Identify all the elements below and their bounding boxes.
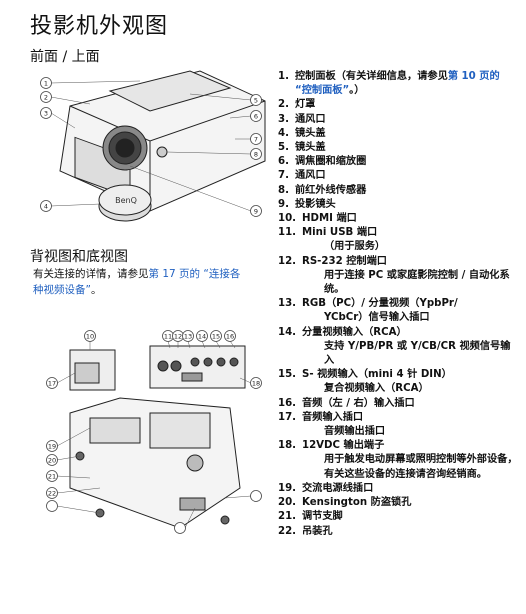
intro-suffix: 。 xyxy=(90,284,102,296)
list-item: 1. 控制面板（有关详细信息，请参见第 10 页的 “控制面板”。） xyxy=(278,71,500,97)
control-panel-link[interactable]: 第 10 页的 “控制面板” xyxy=(295,71,500,97)
list-item: 16.音频（左 / 右）输入插口 xyxy=(278,397,415,409)
list-item: 6.调焦圈和缩放圈 xyxy=(278,156,367,168)
list-item: 12.RS-232 控制端口用于连接 PC 或家庭影院控制 / 自动化系统。 xyxy=(278,255,510,296)
list-item: 11.Mini USB 端口（用于服务） xyxy=(278,227,386,253)
lens-cap-brand: BenQ xyxy=(115,196,137,205)
list-item: 18.12VDC 输出端子用于触发电动屏幕或照明控制等外部设备，有关这些设备的连… xyxy=(278,440,518,480)
list-item: 19.交流电源线插口 xyxy=(278,482,374,494)
intro-prefix: 有关连接的详情，请参见 xyxy=(33,268,149,280)
callout-13: 13 xyxy=(184,333,192,341)
front-projector-diagram: BenQ 1 2 3 4 5 6 7 8 9 xyxy=(40,70,266,222)
callout-20: 20 xyxy=(48,457,56,465)
list-item: 15.S- 视频输入（mini 4 针 DIN）复合视频输入（RCA） xyxy=(278,369,452,395)
list-item: 8.前红外线传感器 xyxy=(278,184,367,196)
callout-12: 12 xyxy=(174,333,182,341)
parts-list: 1. 控制面板（有关详细信息，请参见第 10 页的 “控制面板”。） 2.灯罩 … xyxy=(278,70,518,539)
callout-11: 11 xyxy=(164,333,172,341)
list-item: 4.镜头盖 xyxy=(278,127,326,139)
callout-5: 5 xyxy=(254,97,258,105)
front-top-heading: 前面 / 上面 xyxy=(30,49,100,65)
list-item: 13.RGB（PC）/ 分量视频（YpbPr/YCbCr）信号输入插口 xyxy=(278,298,458,324)
list-item: 5.镜头盖 xyxy=(278,142,326,154)
list-item: 14.分量视频输入（RCA）支持 Y/PB/PR 或 Y/CB/CR 视频信号输… xyxy=(278,326,511,367)
callout-22: 22 xyxy=(48,490,56,498)
callout-8: 8 xyxy=(254,151,258,159)
list-item: 2.灯罩 xyxy=(278,99,316,111)
callout-4: 4 xyxy=(44,203,48,211)
page-title: 投影机外观图 xyxy=(30,14,169,39)
callout-14: 14 xyxy=(198,333,206,341)
callout-3: 3 xyxy=(44,110,48,118)
callout-18: 18 xyxy=(252,380,260,388)
connection-intro: 有关连接的详情，请参见第 17 页的 “连接各种视频设备”。 xyxy=(33,266,248,298)
intro-link[interactable]: 第 17 页的 “连接各种视频设备” xyxy=(33,268,241,296)
callout-21: 21 xyxy=(48,473,56,481)
list-item: 17.音频输入插口音频输出插口 xyxy=(278,411,386,438)
callout-15: 15 xyxy=(212,333,220,341)
callout-7: 7 xyxy=(254,136,258,144)
callout-9: 9 xyxy=(254,208,258,216)
back-bottom-heading: 背视图和底视图 xyxy=(30,249,128,265)
list-item: 7.通风口 xyxy=(278,170,326,182)
callout-16: 16 xyxy=(226,333,234,341)
list-item: 10.HDMI 端口 xyxy=(278,213,357,225)
callout-6: 6 xyxy=(254,113,258,121)
callout-2: 2 xyxy=(44,94,48,102)
list-item: 22.吊装孔 xyxy=(278,525,333,537)
list-item: 20.Kensington 防盗锁孔 xyxy=(278,497,412,509)
callout-10: 10 xyxy=(86,333,94,341)
back-projector-diagram: 10 11 12 13 14 15 16 17 18 19 20 21 22 xyxy=(46,330,262,534)
list-item: 21.调节支脚 xyxy=(278,511,343,523)
list-item: 3.通风口 xyxy=(278,113,326,125)
callout-19: 19 xyxy=(48,443,56,451)
callout-1: 1 xyxy=(44,80,48,88)
callout-17: 17 xyxy=(48,380,56,388)
list-item: 9.投影镜头 xyxy=(278,198,336,210)
